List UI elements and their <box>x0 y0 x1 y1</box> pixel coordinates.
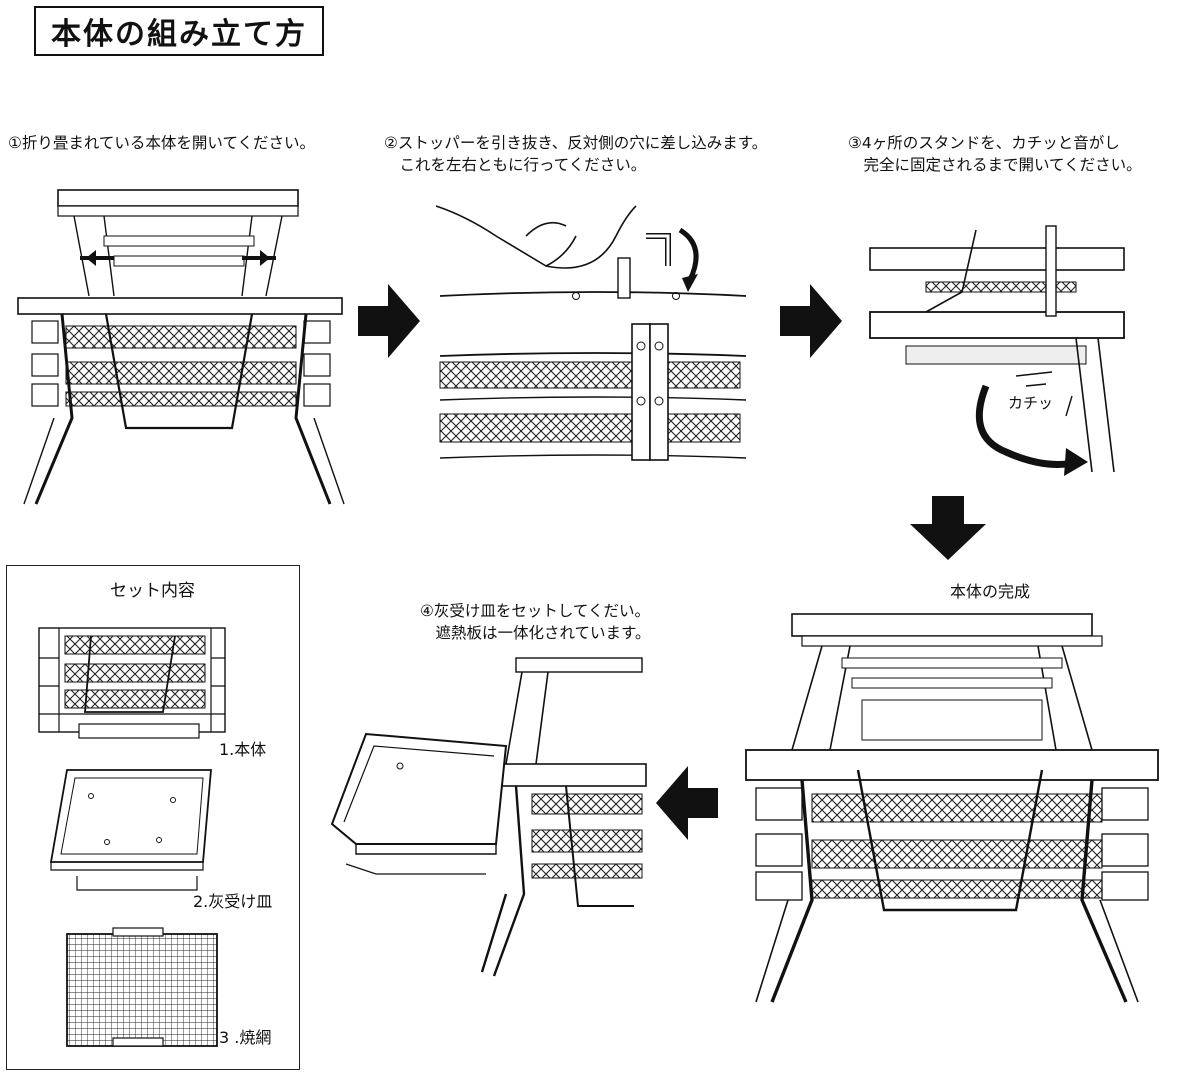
left-arrow-icon <box>656 766 718 840</box>
step-2-text: ②ストッパーを引き抜き、反対側の穴に差し込みます。 これを左右ともに行ってくださ… <box>384 134 768 174</box>
step-4-text: ④灰受け皿をセットしてくだい。 遮熱板は一体化されています。 <box>420 602 651 642</box>
completed-body-illustration <box>745 613 1159 1003</box>
click-label: カチッ <box>1008 394 1054 412</box>
step-3-text: ③4ヶ所のスタンドを、カチッと音がし 完全に固定されるまで開いてください。 <box>848 134 1142 174</box>
part-label-body: 1.本体 <box>219 740 267 759</box>
right-arrow-icon-1 <box>358 284 420 358</box>
complete-label: 本体の完成 <box>950 582 1031 601</box>
part-body-illustration <box>38 627 226 739</box>
part-label-ash-tray: 2.灰受け皿 <box>193 892 273 911</box>
down-arrow-icon <box>910 496 986 560</box>
right-arrow-icon-2 <box>780 284 842 358</box>
step-1-text: ①折り畳まれている本体を開いてください。 <box>8 134 316 152</box>
step-3-illustration <box>869 225 1125 476</box>
step-1-illustration <box>17 189 345 505</box>
parts-list-box: セット内容 1.本体 2.灰受け皿 3 .焼網 <box>6 565 300 1070</box>
part-grill-net-illustration <box>66 927 218 1047</box>
part-label-grill-net: 3 .焼網 <box>219 1028 272 1047</box>
page-title: 本体の組み立て方 <box>34 6 324 56</box>
parts-heading: セット内容 <box>110 581 195 601</box>
step-4-illustration <box>330 657 647 977</box>
step-2-illustration <box>435 205 747 461</box>
part-ash-tray-illustration <box>49 769 212 891</box>
